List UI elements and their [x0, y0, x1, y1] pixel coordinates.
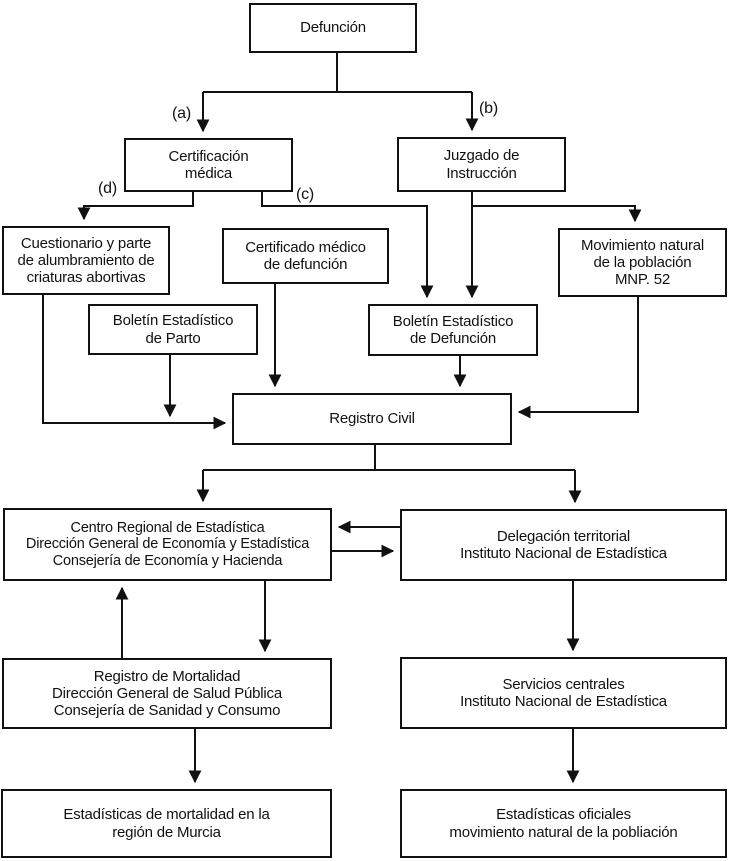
edge-d-to-cuestionario	[77, 192, 194, 221]
node-estadisticas-oficiales: Estadísticas oficiales movimiento natura…	[400, 789, 727, 858]
node-juzgado-instruccion: Juzgado de Instrucción	[397, 137, 566, 192]
edge-label-d: (d)	[98, 180, 117, 197]
node-movimiento-natural: Movimiento natural de la población MNP. …	[558, 228, 727, 297]
edge-juzgado-to-movimiento	[472, 205, 642, 223]
node-certificacion-medica: Certificación médica	[124, 138, 293, 192]
edge-label-b: (b)	[479, 100, 498, 117]
node-delegacion-territorial: Delegación territorial Instituto Naciona…	[400, 509, 727, 581]
node-registro-mortalidad: Registro de Mortalidad Dirección General…	[2, 658, 332, 729]
edge-label-a: (a)	[172, 105, 191, 122]
node-boletin-parto: Boletín Estadístico de Parto	[88, 304, 258, 355]
node-defuncion: Defunción	[249, 3, 417, 53]
edge-registro-civil-split	[203, 445, 575, 471]
node-certificado-medico: Certificado médico de defunción	[222, 228, 389, 284]
node-servicios-centrales: Servicios centrales Instituto Nacional d…	[400, 657, 727, 729]
node-boletin-defuncion: Boletín Estadístico de Defunción	[368, 304, 538, 356]
edge-label-c: (c)	[296, 186, 315, 203]
node-cuestionario: Cuestionario y parte de alumbramiento de…	[2, 226, 170, 295]
edge-movimiento-to-registro-civil	[517, 297, 639, 419]
node-registro-civil: Registro Civil	[232, 393, 512, 445]
edge-c-to-boletin-defuncion	[261, 192, 434, 299]
edge-defuncion-split	[203, 53, 472, 93]
node-estadisticas-murcia: Estadísticas de mortalidad en la región …	[1, 789, 332, 858]
node-centro-regional: Centro Regional de Estadística Dirección…	[3, 508, 332, 581]
edge-cuestionario-to-registro-civil	[42, 295, 227, 430]
